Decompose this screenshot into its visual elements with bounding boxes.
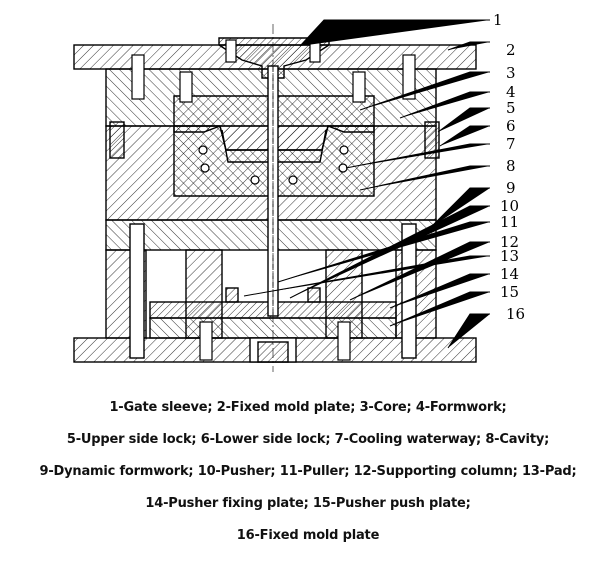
part-label-1: 1 <box>493 11 503 29</box>
part-label-14: 14 <box>500 265 519 283</box>
figure-caption: 1-Gate sleeve; 2-Fixed mold plate; 3-Cor… <box>0 392 616 552</box>
part-label-15: 15 <box>500 283 519 301</box>
caption-line-2: 5-Upper side lock; 6-Lower side lock; 7-… <box>66 432 550 447</box>
part-label-8: 8 <box>506 157 516 175</box>
caption-line-5: 16-Fixed mold plate <box>236 528 380 543</box>
caption-line-4: 14-Pusher fixing plate; 15-Pusher push p… <box>145 496 471 511</box>
caption-line-1: 1-Gate sleeve; 2-Fixed mold plate; 3-Cor… <box>109 400 507 415</box>
part-label-13: 13 <box>500 247 519 265</box>
side-lock-left <box>109 121 125 159</box>
side-lock-right <box>424 121 440 159</box>
part-label-9: 9 <box>506 179 516 197</box>
part-label-16: 16 <box>506 305 525 323</box>
cooling-waterways <box>198 145 349 185</box>
leader-lines <box>243 19 490 349</box>
part-label-2: 2 <box>506 41 516 59</box>
part-label-3: 3 <box>506 64 516 82</box>
part-label-11: 11 <box>500 213 519 231</box>
part-label-12: 12 <box>500 233 519 251</box>
part-label-10: 10 <box>500 197 519 215</box>
guide-pillars <box>129 223 417 359</box>
screws <box>131 39 416 361</box>
part-label-4: 4 <box>506 83 516 101</box>
part-label-5: 5 <box>506 99 516 117</box>
mold-drawing <box>73 24 477 372</box>
mold-assembly-diagram: 1 2 3 4 5 6 7 8 9 10 11 12 13 14 15 16 <box>73 11 525 372</box>
caption-line-3: 9-Dynamic formwork; 10-Pusher; 11-Puller… <box>39 464 577 479</box>
part-label-6: 6 <box>506 117 516 135</box>
part-label-7: 7 <box>506 135 516 153</box>
part-number-labels: 1 2 3 4 5 6 7 8 9 10 11 12 13 14 15 16 <box>493 11 525 323</box>
